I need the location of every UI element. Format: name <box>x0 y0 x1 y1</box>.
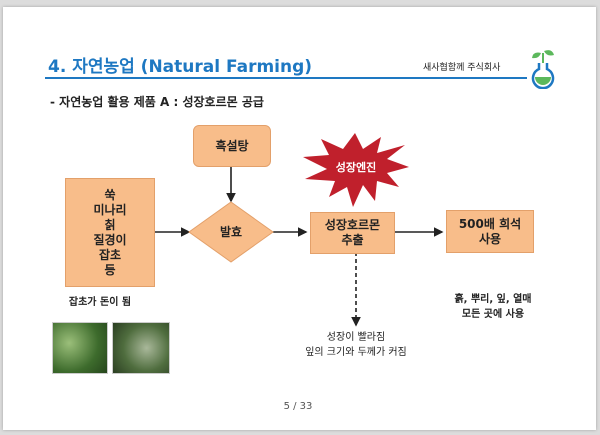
title-divider <box>45 77 527 79</box>
effect-note: 성장이 빨라짐 잎의 크기와 두께가 커짐 <box>286 330 426 360</box>
slide: 4. 자연농업 (Natural Farming) 새사협함께 주식회사 - 자… <box>3 7 596 430</box>
ferment-label: 발효 <box>219 224 243 239</box>
company-logo-icon <box>531 50 555 89</box>
note-line: 흙, 뿌리, 잎, 열매 <box>454 294 532 305</box>
dilute-note: 흙, 뿌리, 잎, 열매 모든 곳에 사용 <box>433 292 553 322</box>
note-line: 성장이 빨라짐 <box>326 332 386 343</box>
input-item: 칡 <box>104 217 116 232</box>
page-indicator: 5 / 33 <box>283 401 313 412</box>
growth-engine-label: 성장엔진 <box>335 161 377 174</box>
slide-title: 4. 자연농업 (Natural Farming) <box>48 57 313 77</box>
dilute-box: 500배 희석 사용 <box>446 210 534 253</box>
ferment-diamond <box>188 201 274 263</box>
flow-arrows <box>153 133 444 327</box>
extract-line: 추출 <box>341 233 364 247</box>
weed-caption: 잡초가 돈이 됨 <box>68 297 132 308</box>
input-item: 잡초 <box>98 247 122 262</box>
note-line: 잎의 크기와 두께가 커짐 <box>305 347 407 358</box>
weed-photo <box>112 322 170 374</box>
dilute-line: 500배 희석 <box>458 216 522 231</box>
input-item: 질경이 <box>93 232 127 247</box>
growth-engine-burst <box>303 133 409 207</box>
inputs-box: 쑥 미나리 칡 질경이 잡초 등 <box>65 178 155 287</box>
note-line: 모든 곳에 사용 <box>461 309 525 320</box>
extract-box: 성장호르몬 추출 <box>310 212 395 254</box>
slide-subtitle: - 자연농업 활용 제품 A : 성장호르몬 공급 <box>50 95 264 109</box>
weed-photo <box>52 322 108 374</box>
input-item: 등 <box>104 262 116 277</box>
extract-line: 성장호르몬 <box>324 218 381 232</box>
company-name: 새사협함께 주식회사 <box>423 63 501 73</box>
input-item: 쑥 <box>104 187 116 202</box>
sugar-box: 흑설탕 <box>193 125 271 167</box>
dilute-line: 사용 <box>478 231 502 246</box>
input-item: 미나리 <box>93 202 127 217</box>
